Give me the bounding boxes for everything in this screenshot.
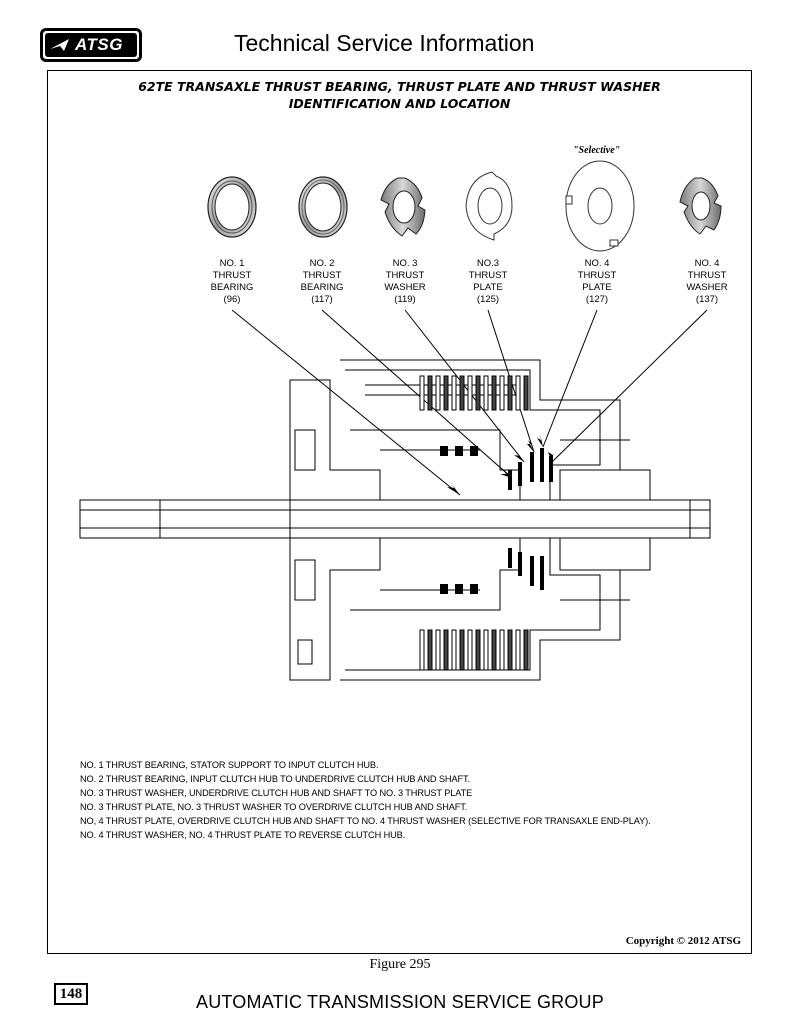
clutch-plate [435,375,441,411]
part-label-line: NO.3 [476,258,500,269]
clutch-plate [515,375,521,411]
description-line: NO. 1 THRUST BEARING, STATOR SUPPORT TO … [80,760,379,770]
part-label-line: NO. 4 [694,258,720,269]
part-label-line: (96) [223,294,241,305]
part-label-line: THRUST [687,270,727,281]
part-label-line: BEARING [210,282,254,293]
clutch-plate [459,629,465,671]
selective-note: "Selective" [573,145,621,156]
part-label-line: NO. 4 [584,258,610,269]
figure-frame: 62TE TRANSAXLE THRUST BEARING, THRUST PL… [47,70,752,954]
transaxle-cross-section [79,359,711,681]
part-label-line: (119) [394,294,416,305]
part-label-line: BEARING [300,282,344,293]
page-number: 148 [54,983,88,1005]
clutch-plate [419,629,425,671]
clutch-plate [491,629,497,671]
plane-icon [50,39,69,51]
clutch-plate [507,629,513,671]
thrust-washer-4-illustration [679,177,722,235]
figure-title-line1: 62TE TRANSAXLE THRUST BEARING, THRUST PL… [138,79,661,94]
thrust-plate-3-illustration [465,171,513,241]
clutch-pack-lower [419,629,529,671]
part-label-line: (127) [585,294,609,305]
part-label-line: THRUST [385,270,425,281]
clutch-plate [419,375,425,411]
clutch-plate [523,375,529,411]
leader-lines [231,309,708,496]
atsg-logo: ATSG [40,28,142,62]
figure-caption: Figure 295 [369,957,431,972]
description-line: NO, 4 THRUST PLATE, OVERDRIVE CLUTCH HUB… [80,816,651,826]
clutch-plate [451,629,457,671]
copyright: Copyright © 2012 ATSG [625,935,741,947]
part-label-line: (117) [311,294,333,305]
thrust-washer-3-illustration [380,177,426,237]
part-label-line: (137) [695,294,719,305]
part-label-line: NO. 1 [219,258,245,269]
clutch-pack-upper [419,375,529,411]
part-label-line: THRUST [302,270,342,281]
clutch-plate [483,375,489,411]
description-line: NO. 2 THRUST BEARING, INPUT CLUTCH HUB T… [80,774,470,784]
part-label-line: NO. 2 [309,258,335,269]
clutch-plate [499,629,505,671]
clutch-plate [515,629,521,671]
clutch-plate [467,375,473,411]
clutch-plate [475,375,481,411]
description-line: NO. 3 THRUST WASHER, UNDERDRIVE CLUTCH H… [80,788,473,798]
clutch-plate [475,629,481,671]
part-label-line: PLATE [582,282,612,293]
clutch-plate [427,375,433,411]
clutch-plate [443,375,449,411]
description-line: NO. 4 THRUST WASHER, NO. 4 THRUST PLATE … [80,830,406,840]
thrust-bearing-1-illustration [207,176,257,238]
description-list: NO. 1 THRUST BEARING, STATOR SUPPORT TO … [80,758,651,842]
logo-text: ATSG [75,35,123,54]
clutch-plate [459,375,465,411]
part-label-line: NO. 3 [392,258,418,269]
clutch-plate [483,629,489,671]
clutch-plate [467,629,473,671]
thrust-bearing-2-illustration [298,176,348,238]
clutch-plate [507,375,513,411]
bearing-rollers [440,446,553,594]
description-line: NO. 3 THRUST PLATE, NO. 3 THRUST WASHER … [80,802,468,812]
part-label-line: WASHER [384,282,426,293]
clutch-plate [443,629,449,671]
part-label-line: THRUST [468,270,508,281]
thrust-plate-4-illustration [565,160,635,252]
footer-org: AUTOMATIC TRANSMISSION SERVICE GROUP [196,992,604,1012]
part-label-line: PLATE [473,282,503,293]
clutch-plate [451,375,457,411]
part-label-line: WASHER [686,282,728,293]
clutch-plate [499,375,505,411]
part-label-line: (125) [476,294,500,305]
figure-title-line2: IDENTIFICATION AND LOCATION [288,96,511,111]
clutch-plate [435,629,441,671]
clutch-plate [491,375,497,411]
part-label-line: THRUST [212,270,252,281]
clutch-plate [427,629,433,671]
page-header-title: Technical Service Information [234,30,535,56]
clutch-plate [523,629,529,671]
part-label-line: THRUST [577,270,617,281]
